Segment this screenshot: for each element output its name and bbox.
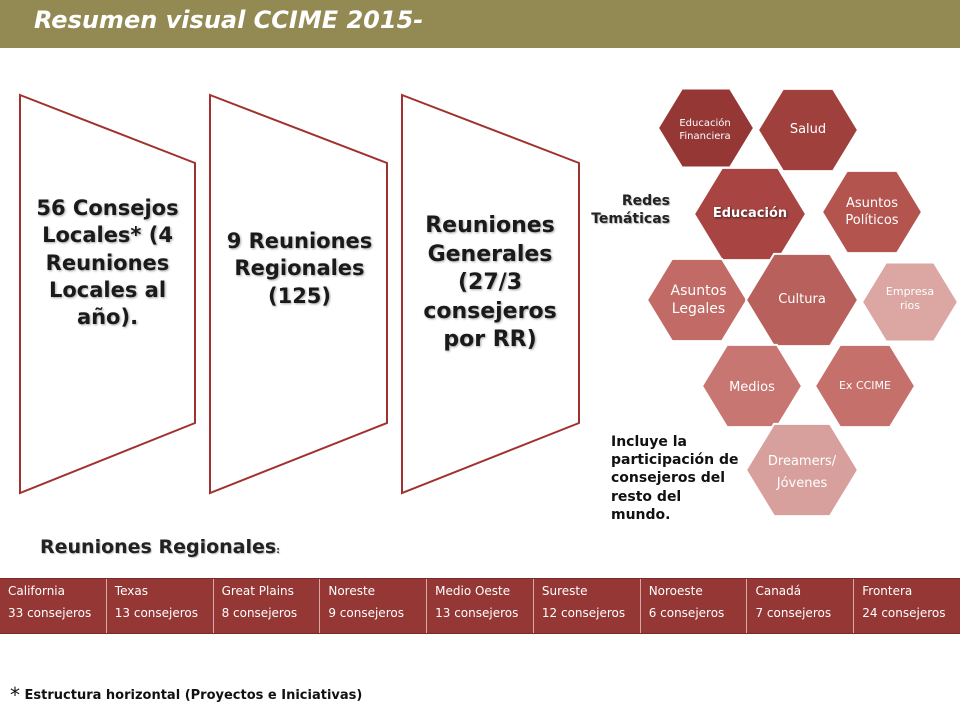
- hex-label-salud: Salud: [789, 122, 827, 137]
- region-count: 13 consejeros: [114, 606, 199, 620]
- region-cell: Great Plains 8 consejeros: [212, 579, 320, 633]
- region-count: 8 consejeros: [221, 606, 298, 620]
- redes-tematicas-label: Redes Temáticas: [591, 193, 670, 227]
- hex-empresarios: [860, 261, 960, 343]
- region-count: 6 consejeros: [648, 606, 725, 620]
- region-cell: Noroeste 6 consejeros: [639, 579, 747, 633]
- regions-table: California 33 consejeros Texas 13 consej…: [0, 578, 960, 634]
- incluye-note: Incluye la participación de consejeros d…: [611, 434, 739, 523]
- reuniones-regionales-title-suffix: :: [276, 546, 280, 556]
- region-cell: Sureste 12 consejeros: [532, 579, 640, 633]
- region-name: Great Plains: [221, 584, 294, 598]
- page-title: Resumen visual CCIME 2015-: [34, 6, 424, 34]
- region-name: California: [8, 584, 65, 598]
- hex-asuntos-legales: [645, 257, 749, 343]
- reuniones-regionales-title: Reuniones Regionales:: [40, 536, 280, 558]
- hex-dreamers: [744, 422, 860, 518]
- region-count: 9 consejeros: [328, 606, 404, 620]
- region-cell: Texas 13 consejeros: [105, 579, 213, 633]
- region-name: Frontera: [862, 584, 913, 598]
- region-cell: Medio Oeste 13 consejeros: [426, 579, 533, 633]
- region-cell: Canadá 7 consejeros: [746, 579, 853, 633]
- hex-cultura: [744, 252, 860, 348]
- hex-label-educacion: Educación: [712, 206, 788, 221]
- hex-label-medios: Medios: [729, 380, 775, 395]
- hex-label-asuntos-legales: Asuntos Legales: [670, 283, 727, 318]
- chevron-1-text: 56 Consejos Locales* (4 Reuniones Locale…: [36, 196, 179, 330]
- region-cell: Noreste 9 consejeros: [319, 579, 426, 633]
- header-bar: Resumen visual CCIME 2015-: [0, 0, 960, 48]
- hex-asuntos-politicos: [820, 169, 924, 255]
- region-name: Noreste: [328, 584, 376, 598]
- region-name: Sureste: [541, 584, 588, 598]
- footnote: * Estructura horizontal (Proyectos e Ini…: [10, 683, 362, 707]
- hex-label-empresarios: Empresa rios: [885, 285, 935, 313]
- region-name: Medio Oeste: [435, 584, 511, 598]
- region-cell: California 33 consejeros: [0, 579, 106, 633]
- region-count: 24 consejeros: [862, 606, 946, 620]
- chevron-3-text: Reuniones Generales (27/3 consejeros por…: [423, 213, 557, 353]
- hex-label-cultura: Cultura: [778, 292, 826, 307]
- hex-ex-ccime: [813, 343, 917, 429]
- region-cell: Frontera 24 consejeros: [853, 579, 960, 633]
- chevron-2-text: 9 Reuniones Regionales (125): [226, 229, 373, 308]
- chevron-2: [209, 93, 388, 495]
- hex-label-educacion-financiera: Educación Financiera: [679, 118, 731, 142]
- region-count: 7 consejeros: [755, 606, 832, 620]
- chevron-1: [19, 93, 196, 495]
- region-name: Texas: [114, 584, 148, 598]
- hex-label-ex-ccime: Ex CCIME: [838, 379, 891, 392]
- hex-salud: [756, 87, 860, 173]
- hex-label-dreamers: Dreamers/ Jóvenes: [767, 454, 837, 492]
- footnote-star: *: [10, 683, 20, 707]
- region-name: Canadá: [755, 584, 802, 598]
- chevron-3: [401, 93, 580, 495]
- region-count: 33 consejeros: [8, 606, 92, 620]
- reuniones-regionales-title-text: Reuniones Regionales: [40, 536, 277, 558]
- region-count: 13 consejeros: [435, 606, 519, 620]
- footnote-text: Estructura horizontal (Proyectos e Inici…: [24, 688, 363, 703]
- hex-label-asuntos-politicos: Asuntos Políticos: [845, 196, 899, 228]
- region-count: 12 consejeros: [541, 606, 626, 620]
- region-name: Noroeste: [648, 584, 703, 598]
